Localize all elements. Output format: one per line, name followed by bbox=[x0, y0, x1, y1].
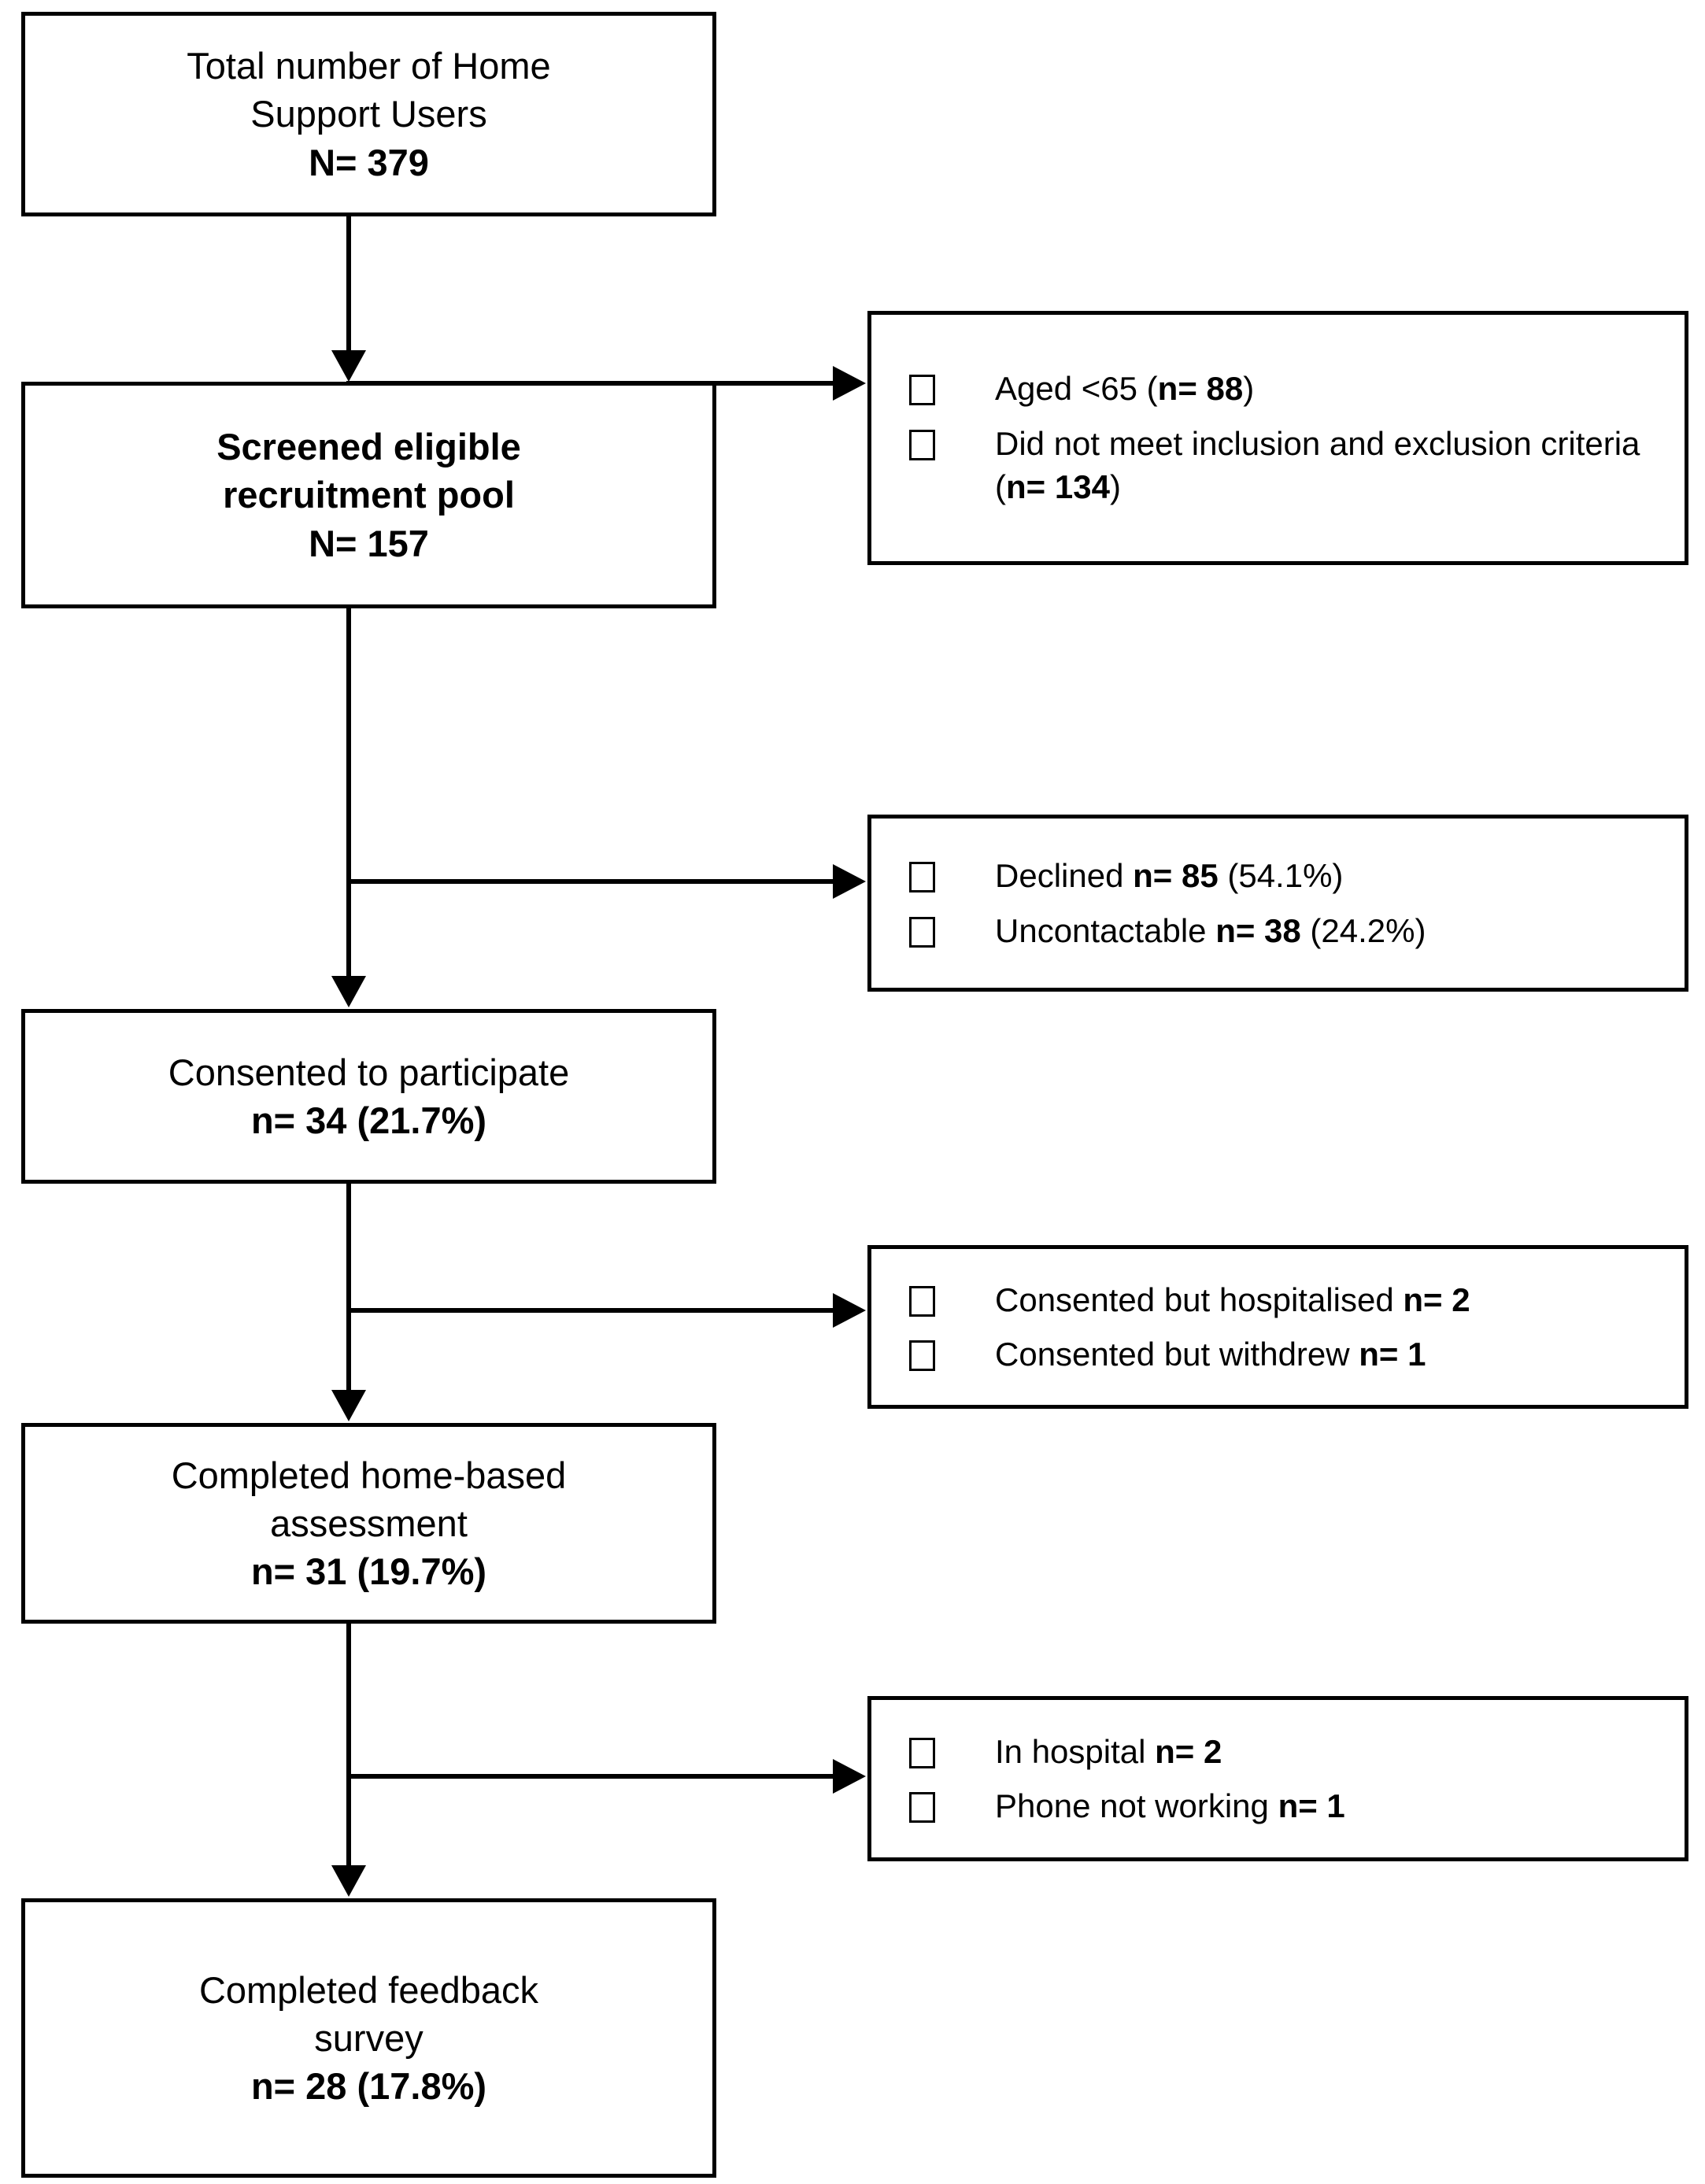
checkbox-square-icon bbox=[909, 916, 935, 948]
checkbox-square-icon bbox=[909, 375, 935, 406]
connector-arrow-down-4 bbox=[331, 1865, 366, 1897]
connector-arrow-down-1 bbox=[331, 350, 366, 382]
exclusion-count: n= 85 bbox=[1133, 857, 1219, 895]
exclusion-prefix: Phone not working bbox=[995, 1787, 1278, 1824]
node-line: Consented to participate bbox=[168, 1051, 570, 1093]
exclusion-count: n= 1 bbox=[1359, 1336, 1426, 1373]
exclusion-prefix: Declined bbox=[995, 857, 1134, 895]
connector-stem-3 bbox=[346, 1184, 351, 1392]
list-item: Declined n= 85 (54.1%) bbox=[909, 854, 1670, 897]
checkbox-square-icon bbox=[909, 1792, 935, 1823]
exclusion-prefix: Consented but withdrew bbox=[995, 1336, 1359, 1373]
node-line: Support Users bbox=[250, 93, 487, 135]
exclusion-box-recruitment: Declined n= 85 (54.1%) Uncontactable n= … bbox=[867, 815, 1688, 992]
connector-arrow-right-2 bbox=[833, 864, 866, 899]
node-total-home-support-users: Total number of Home Support Users N= 37… bbox=[21, 12, 716, 216]
node-completed-feedback-survey: Completed feedback survey n= 28 (17.8%) bbox=[21, 1898, 716, 2178]
connector-branch-4 bbox=[346, 1774, 834, 1779]
exclusion-box-post-consent: Consented but hospitalised n= 2 Consente… bbox=[867, 1245, 1688, 1409]
list-item: In hospital n= 2 bbox=[909, 1730, 1670, 1773]
node-line: Completed home-based bbox=[171, 1454, 567, 1496]
connector-arrow-right-4 bbox=[833, 1759, 866, 1794]
exclusion-prefix: Did not meet inclusion and exclusion cri… bbox=[995, 424, 1640, 506]
exclusion-text: Consented but withdrew n= 1 bbox=[995, 1332, 1426, 1376]
exclusion-suffix: (24.2%) bbox=[1300, 911, 1426, 949]
exclusion-suffix: (54.1%) bbox=[1218, 857, 1344, 895]
exclusion-count: n= 134 bbox=[1006, 468, 1110, 506]
exclusion-box-screening: Aged <65 (n= 88) Did not meet inclusion … bbox=[867, 311, 1688, 565]
connector-arrow-right-3 bbox=[833, 1293, 866, 1328]
exclusion-count: n= 2 bbox=[1403, 1280, 1470, 1318]
exclusion-text: Did not meet inclusion and exclusion cri… bbox=[995, 422, 1670, 509]
node-line: N= 157 bbox=[309, 522, 429, 564]
exclusion-prefix: Uncontactable bbox=[995, 911, 1216, 949]
connector-stem-2 bbox=[346, 608, 351, 978]
node-line: recruitment pool bbox=[223, 474, 515, 516]
connector-arrow-down-3 bbox=[331, 1390, 366, 1421]
node-line: Screened eligible bbox=[216, 426, 521, 468]
node-screened-eligible-pool: Screened eligible recruitment pool N= 15… bbox=[21, 382, 716, 608]
checkbox-square-icon bbox=[909, 862, 935, 893]
exclusion-count: n= 2 bbox=[1155, 1732, 1222, 1770]
node-line: N= 379 bbox=[309, 141, 429, 183]
list-item: Uncontactable n= 38 (24.2%) bbox=[909, 909, 1670, 952]
exclusion-count: n= 38 bbox=[1215, 911, 1301, 949]
connector-branch-2 bbox=[346, 879, 834, 884]
checkbox-square-icon bbox=[909, 429, 935, 460]
list-item: Consented but hospitalised n= 2 bbox=[909, 1278, 1670, 1321]
node-line: assessment bbox=[270, 1502, 468, 1544]
connector-stem-1 bbox=[346, 216, 351, 354]
node-completed-home-based-assessment: Completed home-based assessment n= 31 (1… bbox=[21, 1423, 716, 1624]
exclusion-prefix: In hospital bbox=[995, 1732, 1156, 1770]
exclusion-text: In hospital n= 2 bbox=[995, 1730, 1222, 1773]
node-line: n= 34 (21.7%) bbox=[250, 1099, 487, 1141]
connector-arrow-right-1 bbox=[833, 366, 866, 401]
exclusion-text: Consented but hospitalised n= 2 bbox=[995, 1278, 1470, 1321]
list-item: Aged <65 (n= 88) bbox=[909, 367, 1670, 410]
checkbox-square-icon bbox=[909, 1737, 935, 1768]
exclusion-text: Aged <65 (n= 88) bbox=[995, 367, 1254, 410]
exclusion-count: n= 88 bbox=[1157, 370, 1244, 408]
exclusion-text: Declined n= 85 (54.1%) bbox=[995, 854, 1343, 897]
node-line: n= 31 (19.7%) bbox=[250, 1550, 487, 1593]
connector-branch-3 bbox=[346, 1308, 834, 1313]
node-line: Completed feedback bbox=[198, 1968, 539, 2011]
list-item: Did not meet inclusion and exclusion cri… bbox=[909, 422, 1670, 509]
exclusion-box-pre-survey: In hospital n= 2 Phone not working n= 1 bbox=[867, 1696, 1688, 1861]
exclusion-text: Uncontactable n= 38 (24.2%) bbox=[995, 909, 1426, 952]
connector-stem-4 bbox=[346, 1624, 351, 1868]
node-line: survey bbox=[314, 2016, 423, 2059]
exclusion-prefix: Aged <65 ( bbox=[995, 370, 1158, 408]
checkbox-square-icon bbox=[909, 1285, 935, 1317]
exclusion-text: Phone not working n= 1 bbox=[995, 1784, 1345, 1827]
list-item: Phone not working n= 1 bbox=[909, 1784, 1670, 1827]
list-item: Consented but withdrew n= 1 bbox=[909, 1332, 1670, 1376]
exclusion-prefix: Consented but hospitalised bbox=[995, 1280, 1404, 1318]
node-line: Total number of Home bbox=[187, 45, 551, 87]
node-consented-to-participate: Consented to participate n= 34 (21.7%) bbox=[21, 1009, 716, 1184]
exclusion-count: n= 1 bbox=[1278, 1787, 1345, 1824]
exclusion-suffix: ) bbox=[1109, 468, 1121, 506]
node-line: n= 28 (17.8%) bbox=[250, 2065, 487, 2108]
checkbox-square-icon bbox=[909, 1340, 935, 1371]
connector-arrow-down-2 bbox=[331, 976, 366, 1007]
exclusion-suffix: ) bbox=[1243, 370, 1255, 408]
